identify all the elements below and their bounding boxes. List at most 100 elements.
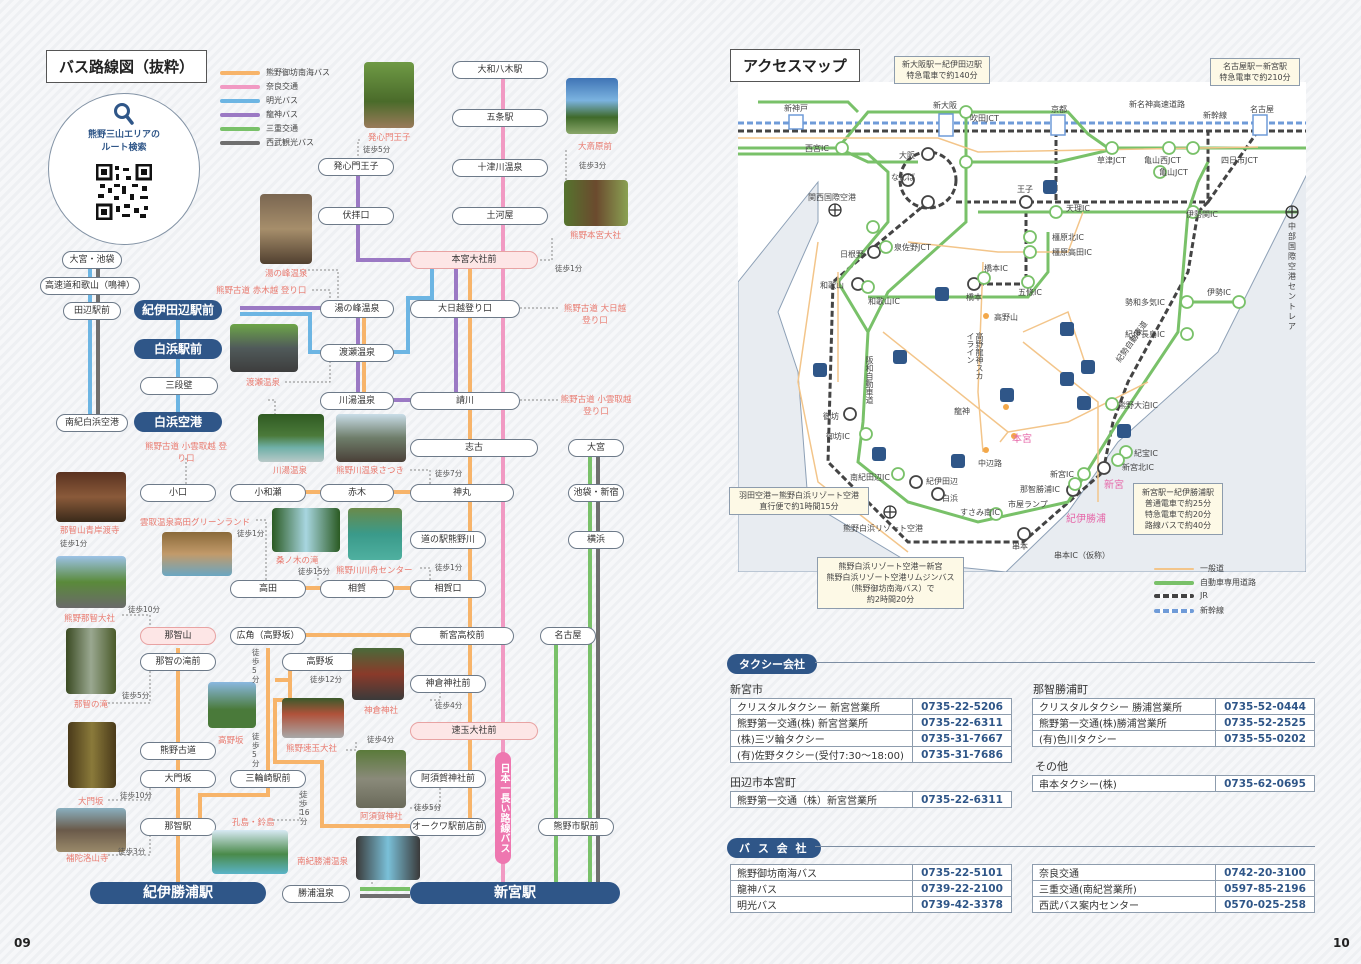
callout-line: 特急電車で約20分	[1144, 510, 1212, 519]
stop-yunomine[interactable]: 湯の峰温泉	[320, 300, 394, 318]
stop-miwasaki[interactable]: 三輪崎駅前	[230, 770, 306, 788]
stop-shingu-hs[interactable]: 新宮高校前	[410, 627, 514, 645]
phone-number[interactable]: 0735-31-7686	[912, 746, 1012, 763]
legend-swatch	[220, 70, 260, 75]
stop-kumano-kodo[interactable]: 熊野古道	[140, 742, 216, 760]
legend-swatch	[1154, 593, 1194, 598]
stop-omiya[interactable]: 大宮	[568, 439, 624, 457]
phone-number[interactable]: 0739-42-3378	[912, 896, 1012, 913]
stop-hayatama[interactable]: 速玉大社前	[410, 722, 538, 740]
route-meiko-main	[240, 265, 434, 354]
stop-watarase[interactable]: 渡瀬温泉	[320, 344, 394, 362]
photo-asuka	[356, 750, 406, 808]
stop-daimonzaka[interactable]: 大門坂	[140, 770, 216, 788]
stop-kamikura[interactable]: 神倉神社前	[410, 675, 486, 693]
stop-sandanbeki[interactable]: 三段壁	[140, 377, 218, 395]
stop-hongu-taisha[interactable]: 本宮大社前	[410, 251, 538, 269]
stop-shirahama-eki[interactable]: 白浜駅前	[134, 339, 222, 359]
stop-yokohama[interactable]: 横浜	[568, 531, 624, 549]
stop-shiko[interactable]: 志古	[410, 439, 538, 457]
stop-kawayu-toge[interactable]: 土河屋	[452, 207, 548, 225]
stop-nachi-eki[interactable]: 那智駅	[140, 818, 216, 836]
company-name: クリスタルタクシー 新宮営業所	[730, 698, 913, 715]
stop-kosoku-wakayama[interactable]: 高速道和歌山（鳴神）	[40, 277, 140, 295]
stop-tanabe-ekimae[interactable]: 田辺駅前	[63, 302, 121, 320]
stop-ukegawa[interactable]: 請川	[410, 392, 520, 410]
spot-green-land: 雲取温泉高田グリーンランド	[140, 518, 251, 528]
stop-asuka[interactable]: 阿須賀神社前	[410, 770, 486, 788]
phone-number[interactable]: 0597-85-2196	[1215, 880, 1315, 897]
stop-michinoeki[interactable]: 道の駅熊野川	[410, 531, 486, 549]
spot-nachi-fall: 那智の滝	[74, 700, 109, 710]
route-nankai-miwasaki	[198, 648, 270, 828]
callout-nagoya: 名古屋駅ー新宮駅 特急電車で約210分	[1210, 58, 1300, 86]
stop-nachi-taki[interactable]: 那智の滝前	[140, 653, 216, 671]
phone-number[interactable]: 0735-62-0695	[1215, 775, 1315, 792]
stop-hosshinmon[interactable]: 発心門王子	[318, 158, 394, 176]
stop-fushiogami[interactable]: 伏拝口	[318, 207, 394, 225]
phone-number[interactable]: 0742-20-3100	[1215, 864, 1315, 881]
spot-daimonzaka: 大門坂	[78, 797, 104, 807]
callout-osaka: 新大阪駅ー紀伊田辺駅 特急電車で約140分	[894, 56, 990, 84]
stop-takanozaka[interactable]: 高野坂	[282, 653, 358, 671]
map-label-kii-nagashima: 紀伊長島IC	[1125, 330, 1165, 339]
spot-ojima: 孔島・鈴島	[232, 818, 275, 828]
stop-kowase[interactable]: 小和瀬	[230, 484, 306, 502]
company-name: (有)佐野タクシー(受付7:30〜18:00)	[730, 746, 913, 763]
access-map-title: アクセスマップ	[730, 49, 860, 82]
stop-katsuura-onsen[interactable]: 勝浦温泉	[282, 885, 350, 903]
stop-gojo[interactable]: 五条駅	[452, 109, 548, 127]
phone-number[interactable]: 0735-52-0444	[1215, 698, 1315, 715]
stop-omiya-ikebukuro[interactable]: 大宮・池袋	[62, 251, 122, 269]
stop-jinmaru[interactable]: 神丸	[410, 484, 514, 502]
map-label-kii-katsuura: 紀伊勝浦	[1066, 514, 1106, 525]
map-label-seiwa-taki: 勢和多気IC	[1125, 298, 1165, 307]
stop-dainichigoe[interactable]: 大日越登り口	[410, 300, 520, 318]
stop-nachisan[interactable]: 那智山	[140, 627, 216, 645]
phone-number[interactable]: 0735-31-7667	[912, 730, 1012, 747]
map-label-namba: なんば	[891, 173, 915, 182]
phone-number[interactable]: 0735-52-2525	[1215, 714, 1315, 731]
stop-okura[interactable]: オークワ駅前店前	[410, 818, 486, 836]
legend-swatch	[1154, 580, 1194, 585]
phone-number[interactable]: 0735-22-6311	[912, 791, 1012, 808]
photo-kawabune	[348, 508, 402, 560]
map-label-kiho: 紀宝IC	[1134, 449, 1158, 458]
stop-akagi[interactable]: 赤木	[320, 484, 394, 502]
stop-takada[interactable]: 高田	[230, 580, 306, 598]
legend-label: 自動車専用道路	[1200, 578, 1256, 587]
spot-hongu-taisha: 熊野本宮大社	[570, 231, 622, 241]
phone-number[interactable]: 0735-55-0202	[1215, 730, 1315, 747]
phone-number[interactable]: 0735-22-5206	[912, 698, 1012, 715]
phone-number[interactable]: 0735-22-6311	[912, 714, 1012, 731]
callout-line: 新宮駅ー紀伊勝浦駅	[1142, 488, 1214, 497]
map-label-kushimoto-ic: 串本IC（仮称）	[1054, 551, 1110, 560]
walk-time: 徒歩3分	[579, 161, 607, 170]
phone-number[interactable]: 0735-22-5101	[912, 864, 1012, 881]
stop-yamato-yagi[interactable]: 大和八木駅	[452, 61, 548, 79]
stop-shingu[interactable]: 新宮駅	[410, 882, 620, 904]
phone-number[interactable]: 0570-025-258	[1215, 896, 1315, 913]
stop-kumanoshi[interactable]: 熊野市駅前	[538, 818, 614, 836]
stop-hirokado[interactable]: 広角（高野坂）	[230, 627, 306, 645]
stop-shirahama-airport[interactable]: 白浜空港	[134, 412, 222, 432]
stop-aigaguchi[interactable]: 相賀口	[410, 580, 486, 598]
callout-limousine: 熊野白浜リゾート空港ー新宮 熊野白浜リゾート空港リムジンバス （熊野御坊南海バス…	[817, 557, 964, 609]
phone-number[interactable]: 0739-22-2100	[912, 880, 1012, 897]
walk-time: 徒歩3分	[118, 847, 146, 856]
qr-code-icon[interactable]	[96, 164, 152, 220]
stop-ikebukuro-shinjuku[interactable]: 池袋・新宿	[568, 484, 624, 502]
stop-aiga[interactable]: 相賀	[320, 580, 394, 598]
route-search-panel[interactable]: 熊野三山エリアの ルート検索	[48, 93, 200, 245]
stop-nanki-shirahama-airport[interactable]: 南紀白浜空港	[56, 414, 128, 432]
stop-nagoya[interactable]: 名古屋	[540, 627, 596, 645]
stop-kawayu[interactable]: 川湯温泉	[320, 392, 394, 410]
stop-kii-katsuura[interactable]: 紀伊勝浦駅	[90, 882, 266, 904]
company-name: 熊野第一交通(株)勝浦営業所	[1032, 714, 1216, 731]
spot-kamikura: 神倉神社	[364, 706, 399, 716]
stop-totsukawa[interactable]: 十津川温泉	[452, 159, 548, 177]
stop-koguchi[interactable]: 小口	[140, 484, 216, 502]
stop-kii-tanabe[interactable]: 紀伊田辺駅前	[134, 300, 222, 320]
